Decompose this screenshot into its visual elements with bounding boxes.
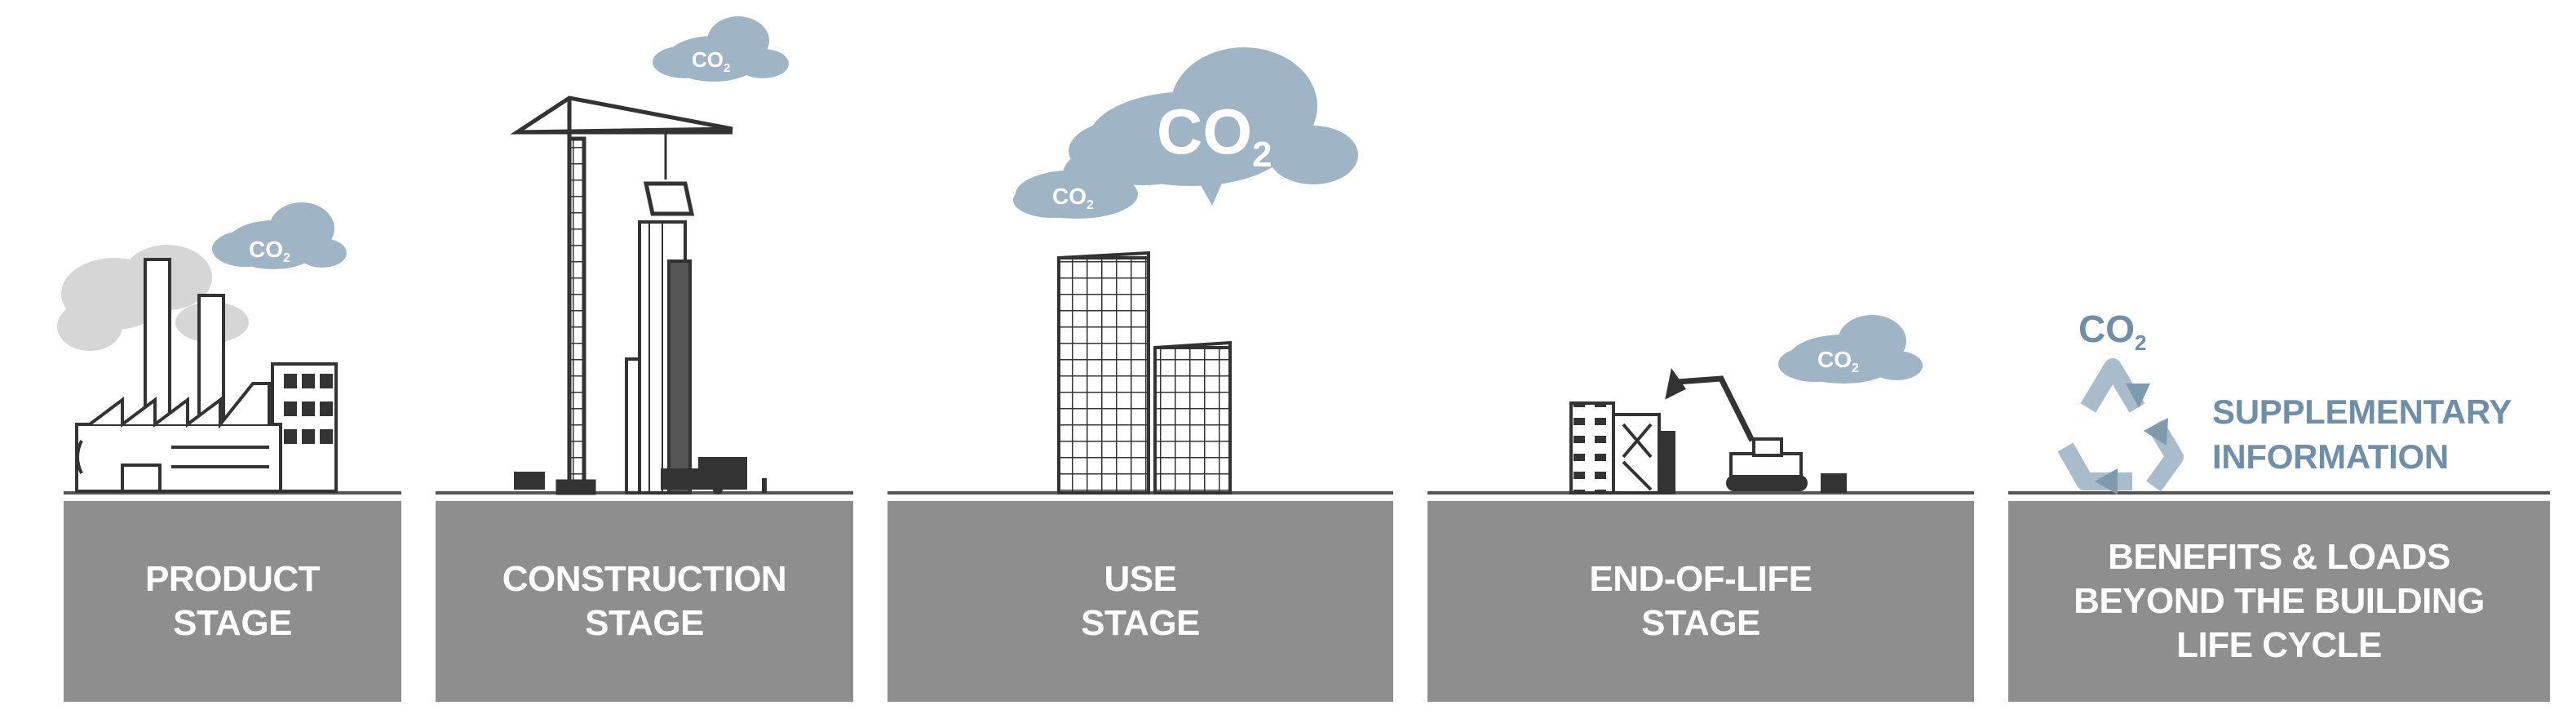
truck-icon: [514, 457, 767, 495]
stage-label-line: BEYOND THE BUILDING: [2074, 581, 2485, 622]
co2-label: CO2: [249, 237, 290, 265]
stage-label-line: STAGE: [585, 603, 704, 643]
stage-label-line: STAGE: [173, 603, 292, 643]
cloud-co2-labels: CO2 CO2 CO2 CO2 CO2: [249, 47, 1859, 375]
stage-label-line: USE: [1104, 559, 1177, 600]
co2-heading: CO2: [2078, 308, 2147, 356]
stage-label-line: STAGE: [1641, 603, 1760, 643]
stage-label-line: BENEFITS & LOADS: [2108, 537, 2450, 578]
buildings-icon: [1057, 251, 1232, 495]
factory-icon: [75, 258, 338, 493]
cloud-icon: [212, 16, 1923, 384]
tower-icon: [625, 220, 692, 495]
supplementary-line-1: SUPPLEMENTARY: [2212, 393, 2512, 431]
co2-label: CO2: [1157, 95, 1272, 175]
stage-box-construction: CONSTRUCTION STAGE: [436, 501, 853, 702]
ruins-icon: [1569, 401, 1675, 495]
stage-label-line: LIFE CYCLE: [2176, 624, 2382, 665]
crane-icon: [510, 95, 733, 495]
co2-label: CO2: [1817, 347, 1859, 375]
recycle-arrows: [2095, 384, 2168, 495]
stage-label-line: PRODUCT: [144, 559, 321, 600]
stage-box-use: USE STAGE: [887, 501, 1393, 702]
stage-box-end-of-life: END-OF-LIFE STAGE: [1427, 501, 1974, 702]
supplementary-line-2: INFORMATION: [2212, 437, 2449, 476]
supplementary-information-label: SUPPLEMENTARY INFORMATION: [2212, 390, 2512, 479]
co2-label: CO2: [1052, 184, 1094, 212]
stage-box-product: PRODUCT STAGE: [64, 501, 401, 702]
stage-label-line: STAGE: [1081, 603, 1200, 643]
stage-box-beyond-life-cycle: BENEFITS & LOADS BEYOND THE BUILDING LIF…: [2008, 501, 2550, 702]
excavator-icon: [1665, 368, 1847, 493]
stage-label-line: END-OF-LIFE: [1589, 559, 1812, 600]
co2-label: CO2: [692, 47, 730, 75]
stage-label-line: CONSTRUCTION: [502, 559, 787, 600]
